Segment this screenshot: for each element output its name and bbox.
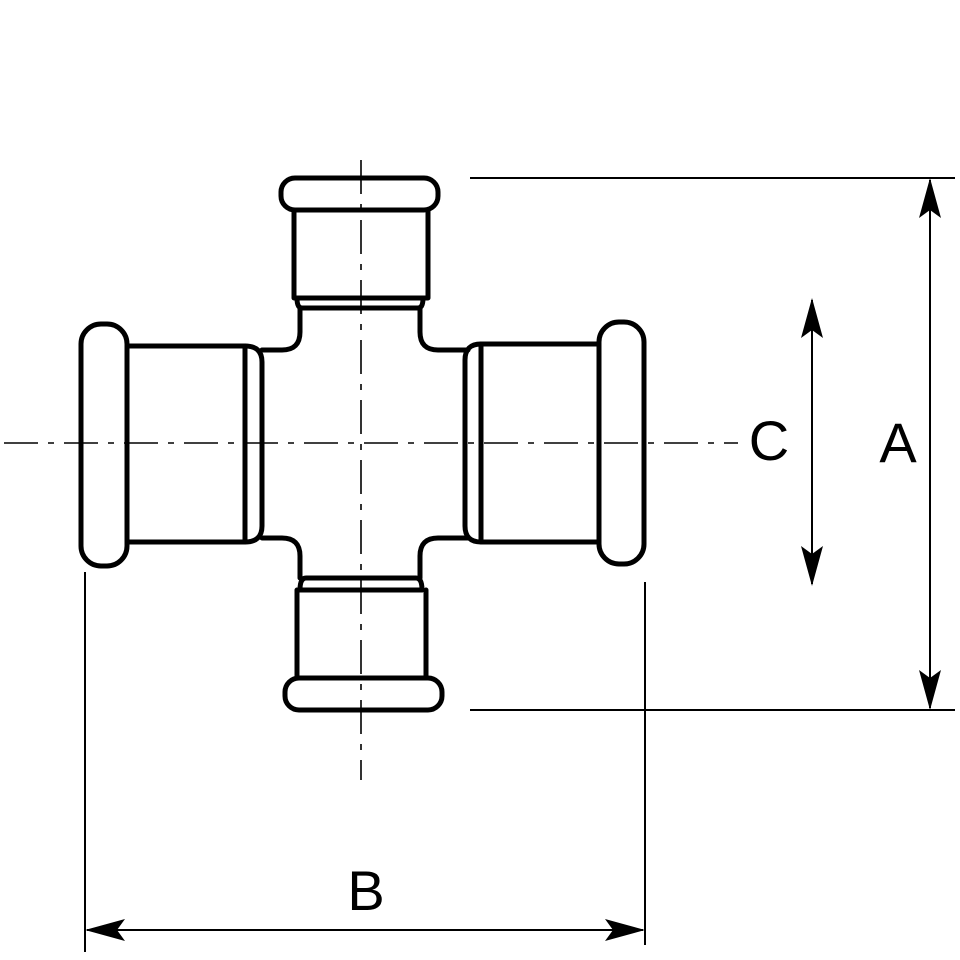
arrow-up-icon <box>919 178 941 218</box>
cross-fitting <box>78 175 647 713</box>
dimension-a-label: A <box>879 411 917 474</box>
dimension-b-label: B <box>347 859 384 922</box>
arrow-down-icon <box>801 546 823 586</box>
dimension-c: C <box>749 298 823 586</box>
arrow-left-icon <box>85 919 125 941</box>
dimension-b: B <box>84 572 646 952</box>
top-socket <box>278 175 441 311</box>
arrow-right-icon <box>605 919 645 941</box>
left-socket <box>78 321 265 569</box>
arrow-down-icon <box>919 670 941 710</box>
body-outline <box>259 305 471 581</box>
centerlines <box>4 160 738 780</box>
arrow-up-icon <box>801 298 823 338</box>
dimension-c-label: C <box>749 409 789 472</box>
bottom-socket <box>282 575 445 713</box>
dimension-a: A <box>470 177 955 711</box>
right-socket <box>462 319 647 567</box>
